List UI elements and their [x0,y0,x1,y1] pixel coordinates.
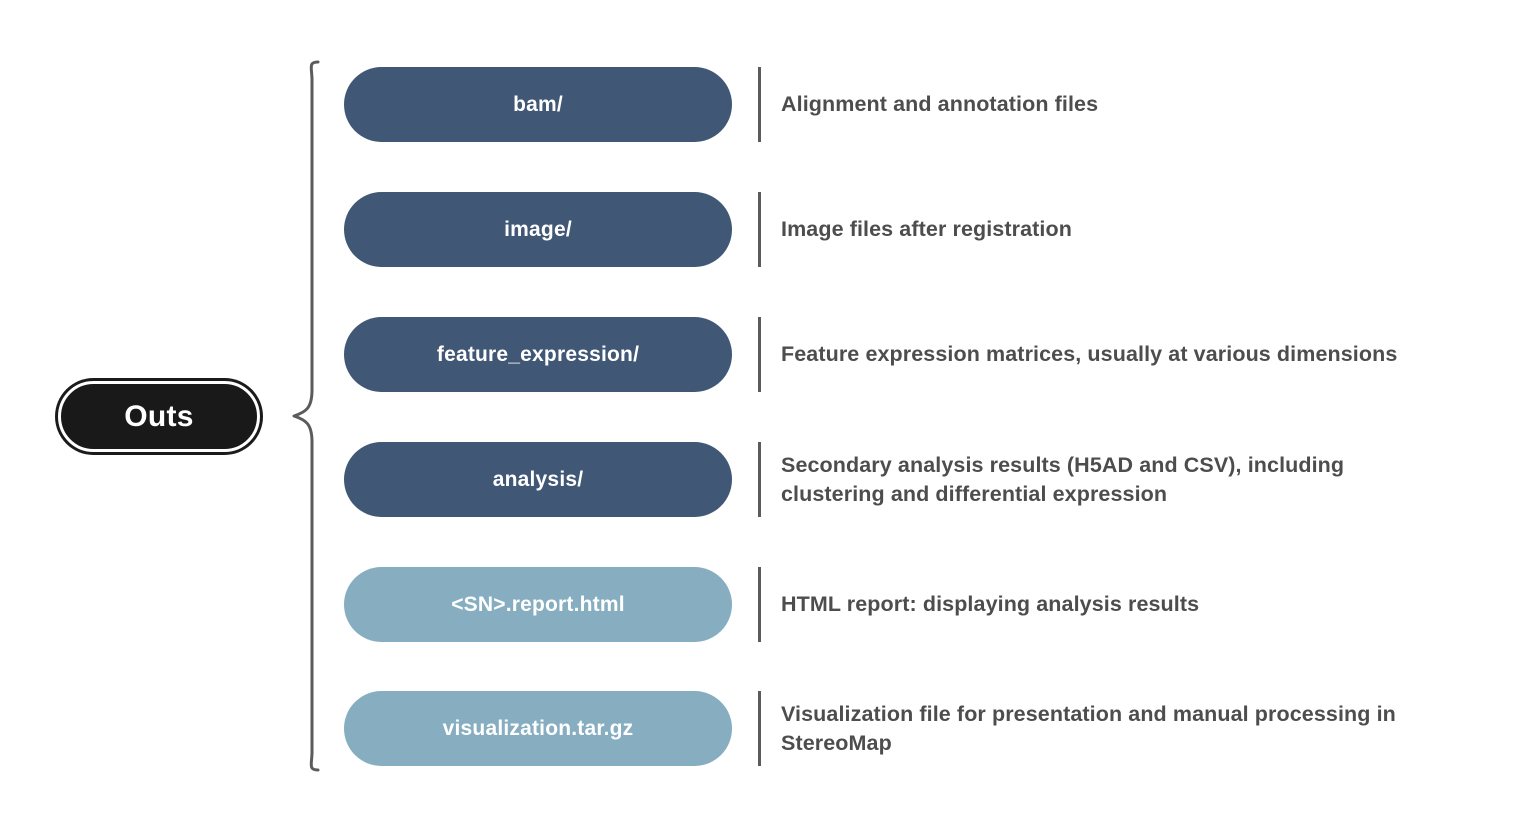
pill-sn-report-html[interactable]: <SN>.report.html [344,567,732,642]
pill-label: <SN>.report.html [451,593,625,616]
description-text: HTML report: displaying analysis results [781,592,1200,617]
tick-mark [758,192,761,267]
pill-label: analysis/ [492,468,584,491]
pill-feature-expression[interactable]: feature_expression/ [344,317,732,392]
list-item: <SN>.report.html HTML report: displaying… [344,567,1444,642]
list-item: analysis/ Secondary analysis results (H5… [344,442,1444,517]
description: Visualization file for presentation and … [781,691,1441,766]
description: Feature expression matrices, usually at … [781,317,1441,392]
description: Alignment and annotation files [781,67,1441,142]
list-item: visualization.tar.gz Visualization file … [344,691,1444,766]
list-item: feature_expression/ Feature expression m… [344,317,1444,392]
description-text: Alignment and annotation files [781,92,1099,117]
tick-mark [758,442,761,517]
tick-mark [758,67,761,142]
pill-image[interactable]: image/ [344,192,732,267]
root-node-outs[interactable]: Outs [58,381,260,452]
description-text: Visualization file for presentation and … [781,702,1396,755]
pill-label: feature_expression/ [436,343,640,366]
tick-mark [758,691,761,766]
curly-brace-icon [292,60,320,772]
pill-label: image/ [504,218,572,241]
description: Image files after registration [781,192,1441,267]
tick-mark [758,567,761,642]
pill-analysis[interactable]: analysis/ [344,442,732,517]
description-text: Image files after registration [781,217,1072,242]
description: HTML report: displaying analysis results [781,567,1441,642]
description-text: Feature expression matrices, usually at … [781,342,1398,367]
description-text: Secondary analysis results (H5AD and CSV… [781,453,1345,506]
description: Secondary analysis results (H5AD and CSV… [781,442,1441,517]
tick-mark [758,317,761,392]
pill-label: visualization.tar.gz [442,717,634,740]
pill-visualization-tar-gz[interactable]: visualization.tar.gz [344,691,732,766]
pill-label: bam/ [513,93,563,116]
list-item: image/ Image files after registration [344,192,1444,267]
list-item: bam/ Alignment and annotation files [344,67,1444,142]
root-node-label: Outs [124,399,194,433]
pill-bam[interactable]: bam/ [344,67,732,142]
